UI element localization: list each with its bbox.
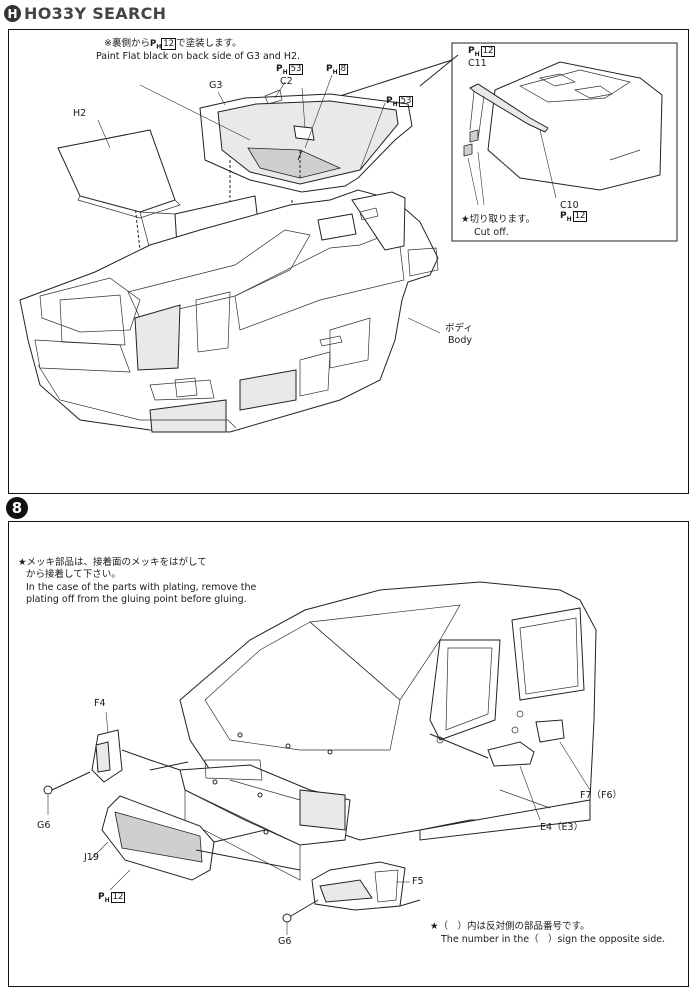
f7-mirror	[535, 719, 565, 743]
plating-note-jp2: から接着して下さい。	[26, 569, 121, 580]
watermark-logo: H	[4, 5, 21, 22]
inset-box	[451, 42, 678, 242]
label-h2: H2	[73, 108, 87, 119]
watermark: H HO33Y SEARCH	[4, 4, 166, 23]
opposite-note-en: The number in the（ ）sign the opposite si…	[441, 934, 666, 945]
label-e4: E4（E3）	[540, 822, 584, 833]
label-g6-bottom: G6	[278, 936, 292, 947]
step7-panel	[8, 29, 689, 494]
label-j19: J19	[84, 852, 99, 863]
watermark-text: HO33Y SEARCH	[24, 4, 167, 23]
inset-roof	[487, 61, 663, 191]
label-f7: F7（F6）	[580, 790, 623, 801]
step8-badge: 8	[6, 497, 28, 519]
label-f5: F5	[412, 876, 424, 887]
label-body-jp: ボディ	[445, 323, 473, 334]
label-g6-left: G6	[37, 820, 51, 831]
cut-note-jp: ★切り取ります。	[461, 214, 536, 225]
cut-note-en: Cut off.	[474, 227, 509, 238]
label-f4: F4	[94, 698, 106, 709]
paint-note-en: Paint Flat black on back side of G3 and …	[96, 51, 301, 62]
opposite-note-jp: ★（ ）内は反対側の部品番号です。	[430, 921, 590, 932]
label-g3: G3	[209, 80, 223, 91]
e4-mirror	[487, 741, 535, 767]
plating-note-en1: In the case of the parts with plating, r…	[26, 582, 257, 593]
plating-note-en2: plating off from the gluing point before…	[26, 594, 247, 605]
label-c11: C11	[468, 58, 487, 69]
step8-panel	[8, 521, 689, 987]
label-body-en: Body	[448, 335, 472, 346]
label-c10: C10	[560, 200, 579, 211]
plating-note-jp1: ★メッキ部品は、接着面のメッキをはがして	[18, 557, 207, 568]
h2-glass	[57, 129, 176, 213]
body-leader	[407, 317, 441, 334]
label-c2: C2	[280, 76, 293, 87]
